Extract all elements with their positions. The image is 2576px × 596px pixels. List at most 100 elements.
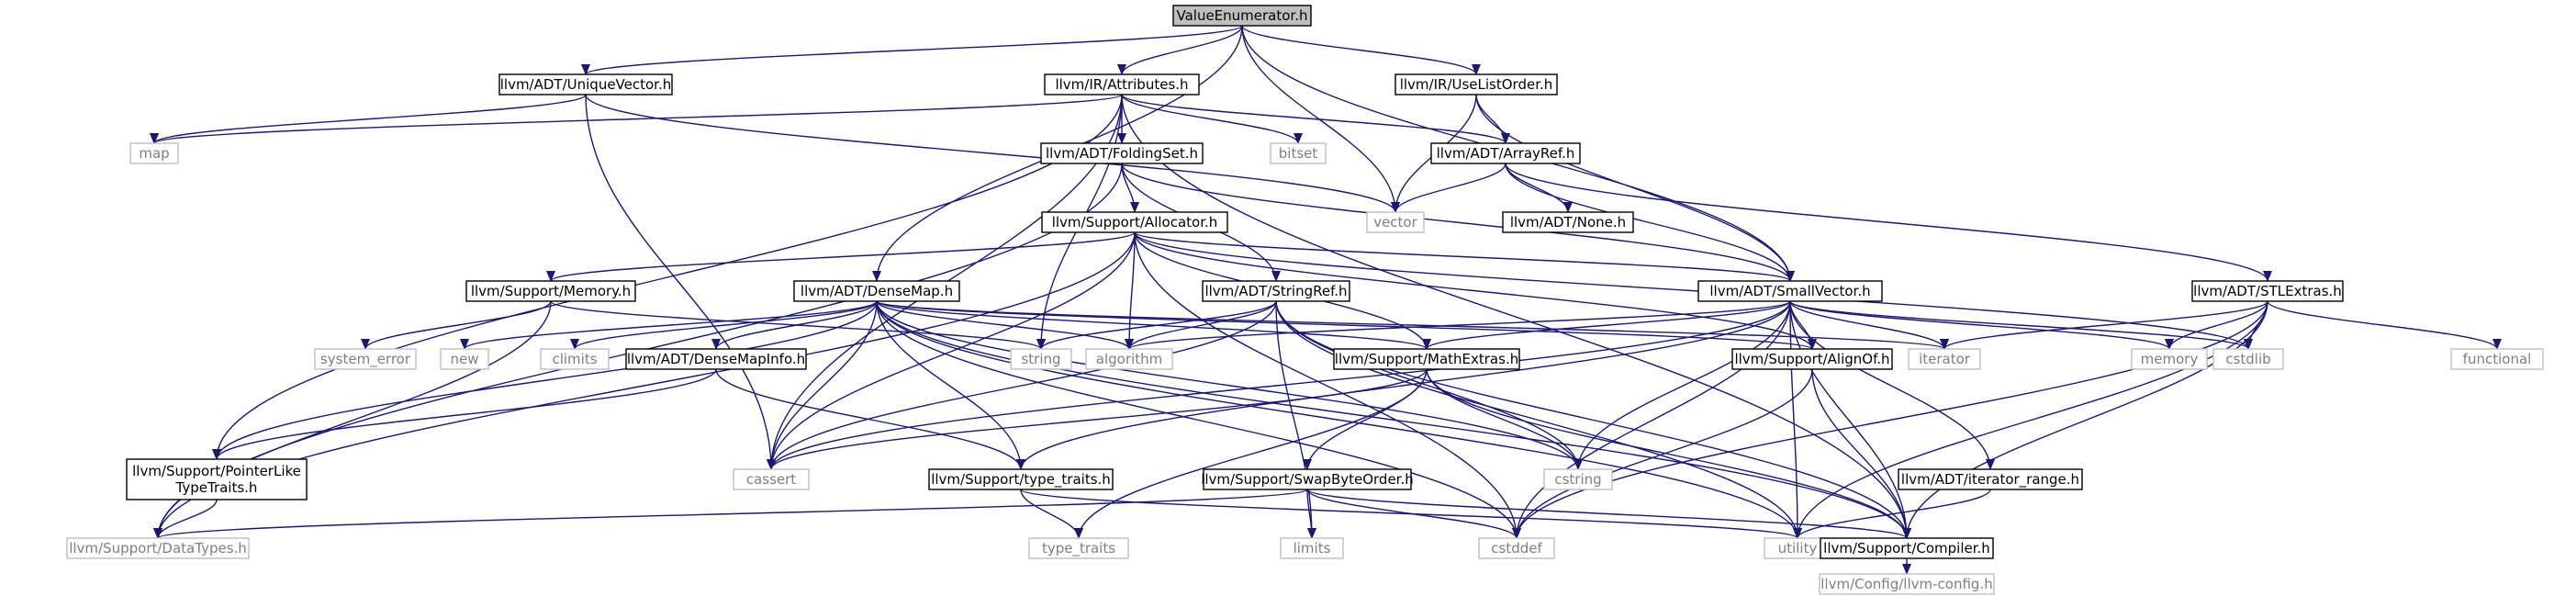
node-attributes-label: llvm/IR/Attributes.h — [1055, 76, 1188, 93]
node-smallvector[interactable]: llvm/ADT/SmallVector.h — [1697, 280, 1883, 302]
node-allocator[interactable]: llvm/Support/Allocator.h — [1041, 211, 1228, 233]
node-root[interactable]: ValueEnumerator.h — [1172, 5, 1312, 27]
edge-allocator-to-alignof — [1134, 231, 1817, 350]
node-allocator-label: llvm/Support/Allocator.h — [1052, 214, 1218, 231]
node-compiler-box — [1820, 537, 1994, 559]
edge-stlextras-to-memory — [2165, 300, 2268, 350]
node-foldingset-box — [1040, 142, 1204, 164]
node-stringref[interactable]: llvm/ADT/StringRef.h — [1202, 280, 1350, 302]
node-cstdlib-box — [2212, 348, 2284, 370]
node-bitset-box — [1270, 142, 1327, 164]
node-smallvector-label: llvm/ADT/SmallVector.h — [1709, 283, 1870, 299]
node-cstring: cstring — [1543, 468, 1613, 490]
edge-foldingset-to-smallvector — [1121, 163, 1795, 282]
edge-memory_h-to-system_error — [361, 300, 552, 350]
edge-mathextras-to-cassert — [767, 368, 1428, 470]
node-mathextras[interactable]: llvm/Support/MathExtras.h — [1333, 348, 1520, 370]
node-iterator-label: iterator — [1919, 351, 1971, 367]
edge-allocator-to-cassert — [767, 231, 1136, 470]
node-alignof-label: llvm/Support/AlignOf.h — [1734, 351, 1889, 367]
edge-smallvector-to-cstring — [1574, 300, 1791, 470]
edge-arrayref-to-smallvector — [1505, 163, 1795, 282]
node-functional-box — [2450, 348, 2544, 370]
edge-mathextras-to-compiler — [1426, 368, 1911, 539]
node-densemap-box — [793, 280, 960, 302]
edge-root-to-attributes — [1117, 25, 1243, 75]
edge-root-to-uniquevector — [581, 25, 1243, 75]
edge-uniquevector-to-vector — [585, 94, 1400, 213]
node-compiler[interactable]: llvm/Support/Compiler.h — [1820, 537, 1994, 559]
node-densemap[interactable]: llvm/ADT/DenseMap.h — [793, 280, 960, 302]
node-uniquevector[interactable]: llvm/ADT/UniqueVector.h — [498, 73, 673, 96]
edge-densemap-to-compiler — [876, 300, 1911, 539]
node-iterator_range-label: llvm/ADT/iterator_range.h — [1901, 471, 2079, 489]
node-densemapinfo[interactable]: llvm/ADT/DenseMapInfo.h — [625, 348, 807, 370]
edge-attributes-to-compiler — [1121, 94, 1911, 539]
node-datatypes-box — [66, 537, 250, 559]
node-datatypes: llvm/Support/DataTypes.h — [66, 537, 250, 559]
node-iterator_range-box — [1898, 468, 2083, 490]
node-type_traits_h[interactable]: llvm/Support/type_traits.h — [928, 468, 1114, 490]
node-foldingset-label: llvm/ADT/FoldingSet.h — [1046, 145, 1198, 162]
node-memory_h[interactable]: llvm/Support/Memory.h — [465, 280, 636, 302]
node-algorithm-label: algorithm — [1096, 351, 1162, 367]
node-foldingset[interactable]: llvm/ADT/FoldingSet.h — [1040, 142, 1204, 164]
node-cstring-box — [1543, 468, 1613, 490]
edge-allocator-to-smallvector — [1134, 231, 1795, 282]
edge-smallvector-to-iterator_range — [1789, 300, 1995, 470]
node-string: string — [1010, 348, 1072, 370]
node-new-label: new — [450, 351, 478, 367]
edge-densemap-to-type_traits_h — [876, 300, 1025, 470]
node-memory_h-label: llvm/Support/Memory.h — [471, 283, 631, 299]
node-cstdlib: cstdlib — [2212, 348, 2284, 370]
node-datatypes-label: llvm/Support/DataTypes.h — [69, 540, 247, 557]
node-llvmconfig-box — [1819, 573, 1995, 595]
node-swapbyteorder-label: llvm/Support/SwapByteOrder.h — [1201, 471, 1414, 488]
edge-densemap-to-cstddef — [876, 300, 1521, 539]
node-arrayref-box — [1430, 142, 1581, 164]
edge-arrayref-to-none — [1505, 163, 1573, 213]
node-cassert-box — [733, 468, 810, 490]
node-none[interactable]: llvm/ADT/None.h — [1502, 211, 1634, 233]
node-alignof-box — [1731, 348, 1893, 370]
node-none-label: llvm/ADT/None.h — [1510, 214, 1626, 231]
edge-densemap-to-cassert — [767, 300, 878, 470]
node-allocator-box — [1041, 211, 1228, 233]
edge-attributes-to-arrayref — [1121, 94, 1510, 144]
node-cstring-label: cstring — [1554, 471, 1601, 488]
node-mathextras-box — [1333, 348, 1520, 370]
node-iterator_range[interactable]: llvm/ADT/iterator_range.h — [1898, 468, 2083, 490]
node-system_error-label: system_error — [320, 351, 411, 368]
edge-swapbyteorder-to-limits — [1306, 489, 1316, 539]
node-cassert-label: cassert — [746, 471, 796, 488]
node-iterator: iterator — [1908, 348, 1981, 370]
node-compiler-label: llvm/Support/Compiler.h — [1823, 540, 1990, 557]
node-swapbyteorder[interactable]: llvm/Support/SwapByteOrder.h — [1201, 468, 1414, 490]
node-uselistorder[interactable]: llvm/IR/UseListOrder.h — [1394, 73, 1558, 96]
edge-arrayref-to-vector — [1391, 163, 1506, 213]
edge-allocator-to-algorithm — [1125, 231, 1136, 350]
node-arrayref[interactable]: llvm/ADT/ArrayRef.h — [1430, 142, 1581, 164]
edge-root-to-uselistorder — [1241, 25, 1481, 75]
node-attributes-box — [1044, 73, 1200, 96]
node-alignof[interactable]: llvm/Support/AlignOf.h — [1731, 348, 1893, 370]
node-root-label: ValueEnumerator.h — [1176, 7, 1307, 24]
node-limits: limits — [1280, 537, 1344, 559]
node-attributes[interactable]: llvm/IR/Attributes.h — [1044, 73, 1200, 96]
edge-smallvector-to-utility — [1789, 300, 1802, 539]
edge-smallvector-to-memory — [1789, 300, 2174, 350]
node-stlextras[interactable]: llvm/ADT/STLExtras.h — [2191, 280, 2344, 302]
node-climits-box — [540, 348, 610, 370]
node-mathextras-label: llvm/Support/MathExtras.h — [1335, 351, 1518, 367]
node-uselistorder-label: llvm/IR/UseListOrder.h — [1400, 76, 1553, 93]
edge-allocator-to-cstddef — [1134, 231, 1521, 539]
edge-stringref-to-algorithm — [1125, 300, 1277, 350]
edge-arrayref-to-stlextras — [1505, 163, 2272, 282]
node-memory-box — [2131, 348, 2208, 370]
edge-attributes-to-bitset — [1121, 94, 1303, 144]
edge-densemap-to-climits — [570, 300, 878, 350]
node-iterator-box — [1908, 348, 1981, 370]
node-climits: climits — [540, 348, 610, 370]
